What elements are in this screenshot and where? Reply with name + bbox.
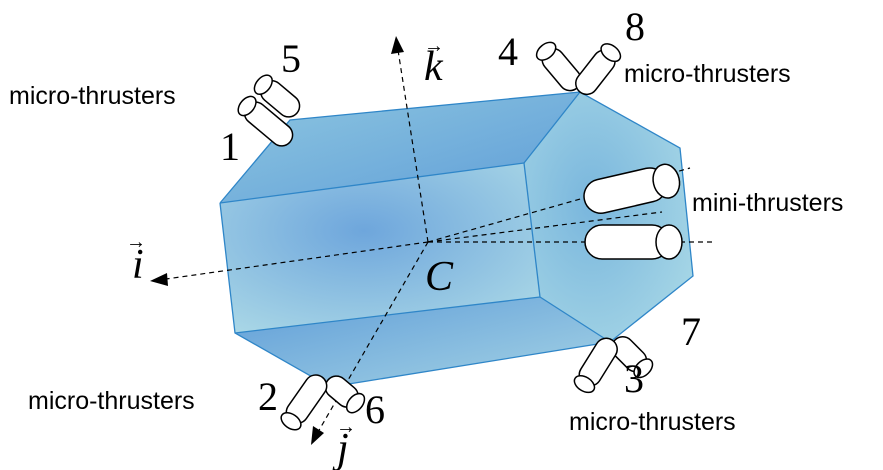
thruster-2 <box>280 374 328 431</box>
thruster-8 <box>575 43 622 96</box>
axis-k-label: k <box>424 44 444 90</box>
body-edge-top-right <box>523 91 581 164</box>
center-label: C <box>425 254 454 300</box>
axis-j-label: j <box>332 426 349 470</box>
body-edge-bottom <box>234 296 541 334</box>
thruster-6 <box>324 375 366 414</box>
thruster-number-4: 4 <box>498 29 518 74</box>
thruster-number-5: 5 <box>281 36 301 81</box>
axis-j-vector-arrow: → <box>336 416 356 438</box>
thruster-numbers: 1 2 3 4 5 6 7 8 <box>220 4 701 432</box>
body-edge-front-right <box>523 162 541 298</box>
group-labels: micro-thrusters micro-thrusters micro-th… <box>9 60 843 436</box>
axis-k-vector-arrow: → <box>424 35 444 57</box>
thruster-number-3: 3 <box>624 356 644 401</box>
mini-thruster-axis-middle <box>427 211 663 243</box>
label-micro-thrusters-bottom-right: micro-thrusters <box>569 408 736 436</box>
axis-i-arrowhead <box>150 273 168 286</box>
thruster-5 <box>253 74 301 118</box>
spacecraft-body <box>219 91 694 388</box>
thruster-number-7: 7 <box>681 309 701 354</box>
body-edge-bottom-right <box>539 296 611 343</box>
label-micro-thrusters-top-left: micro-thrusters <box>9 82 176 110</box>
mini-thruster-lower <box>584 224 683 260</box>
label-micro-thrusters-top-right: micro-thrusters <box>624 60 791 88</box>
thruster-7 <box>611 336 654 379</box>
body-front-face <box>220 163 540 333</box>
micro-thruster-pair-1-5 <box>237 74 301 147</box>
thruster-number-1: 1 <box>220 124 240 169</box>
thruster-number-8: 8 <box>625 4 645 49</box>
body-outline <box>219 91 694 388</box>
micro-thruster-pair-3-7 <box>573 336 654 394</box>
micro-thruster-pair-4-8 <box>535 41 622 96</box>
axis-labels: k → i → j → C <box>126 35 454 470</box>
mini-thrusters <box>583 163 683 260</box>
body-bottom-face <box>235 297 610 387</box>
thruster-3 <box>573 337 618 394</box>
label-mini-thrusters: mini-thrusters <box>692 189 843 217</box>
axis-i-vector-arrow: → <box>126 231 146 253</box>
thruster-number-6: 6 <box>365 387 385 432</box>
axis-i-line <box>165 241 429 280</box>
thruster-1 <box>237 95 294 147</box>
mini-thruster-upper <box>583 163 681 214</box>
thruster-number-2: 2 <box>258 374 278 419</box>
micro-thruster-pair-2-6 <box>280 374 366 431</box>
body-edge-top <box>219 162 525 204</box>
axis-k-arrowhead <box>391 36 404 54</box>
label-micro-thrusters-bottom-left: micro-thrusters <box>28 387 195 415</box>
body-right-face <box>524 92 693 342</box>
axis-i-label: i <box>132 242 144 288</box>
body-top-face <box>220 92 580 203</box>
axis-j-arrowhead <box>311 426 324 445</box>
